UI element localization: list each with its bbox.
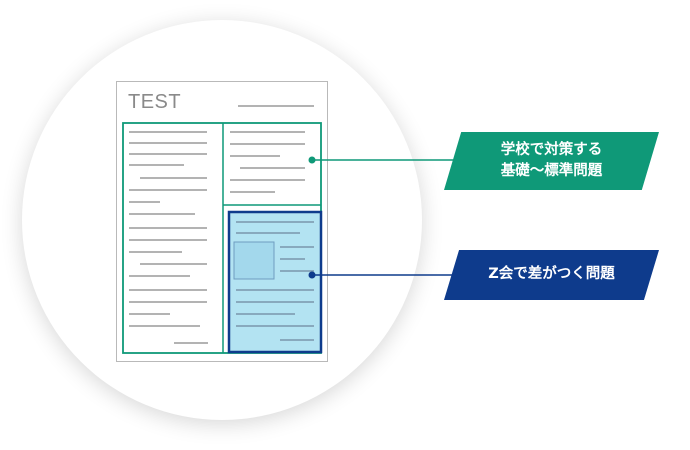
advanced-problem-label: Z会で差がつく問題 xyxy=(444,250,659,300)
advanced-problem-area xyxy=(227,210,323,354)
right-top-lines xyxy=(230,131,305,193)
figure-placeholder xyxy=(233,241,275,280)
basic-connector-dot xyxy=(308,156,316,164)
basic-problem-label: 学校で対策する 基礎〜標準問題 xyxy=(444,132,659,190)
advanced-area-lines xyxy=(236,221,314,341)
advanced-connector-dot xyxy=(308,271,316,279)
left-column-lines xyxy=(129,131,208,344)
basic-label-line2: 基礎〜標準問題 xyxy=(500,163,603,179)
paper-title: TEST xyxy=(128,91,182,113)
advanced-label-text: Z会で差がつく問題 xyxy=(488,266,615,283)
basic-label-line1: 学校で対策する xyxy=(500,141,603,158)
